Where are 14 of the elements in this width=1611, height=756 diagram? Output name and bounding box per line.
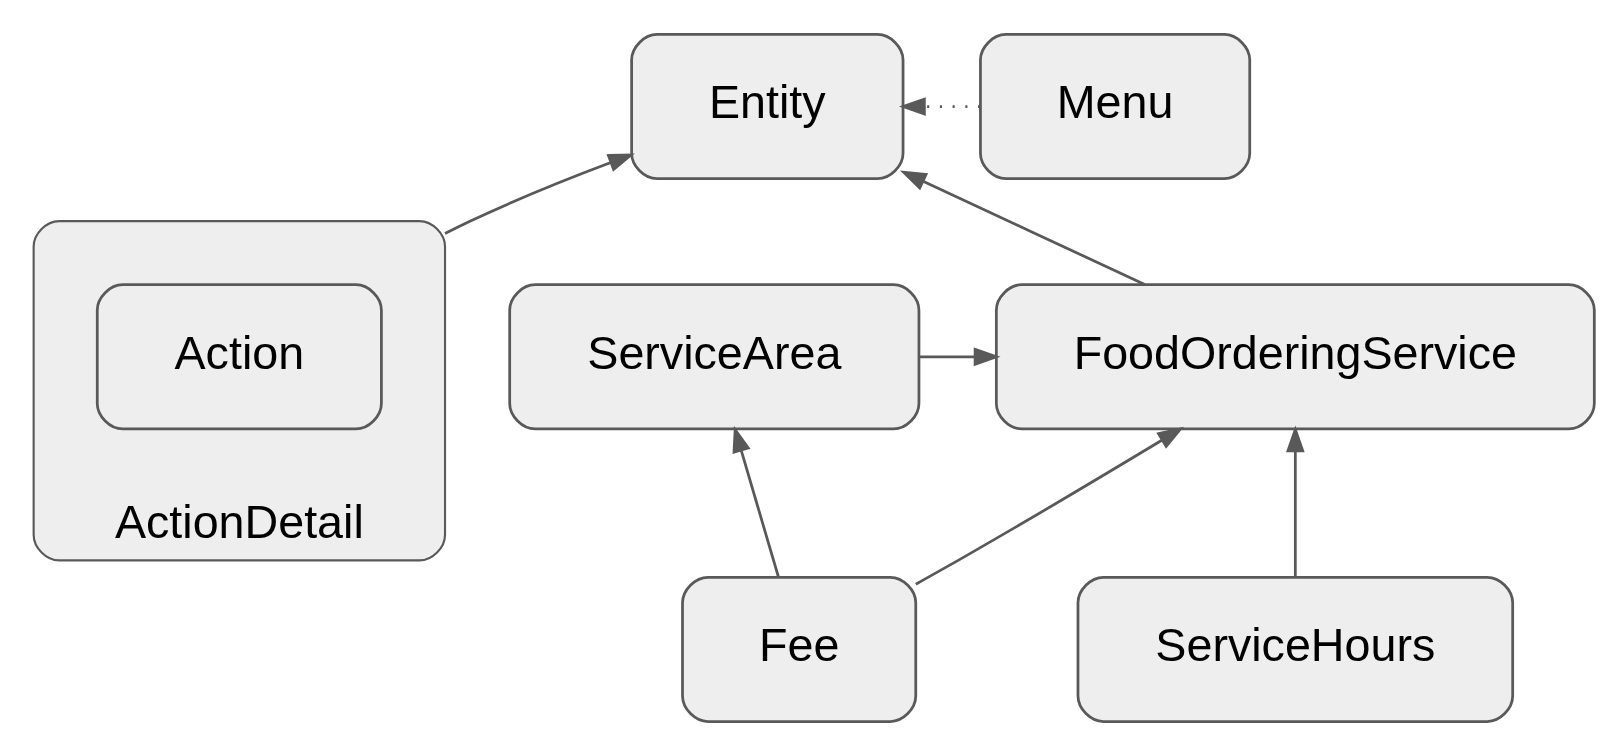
node-box: ServiceArea — [508, 283, 921, 431]
arrow — [899, 170, 1146, 286]
node-box: Menu — [979, 33, 1252, 181]
node-box: Action — [95, 283, 383, 431]
node-box: Entity — [630, 33, 905, 181]
arrow — [915, 426, 1185, 586]
arrow — [1285, 425, 1305, 577]
arrow — [444, 153, 635, 235]
arrow — [899, 97, 981, 116]
node-box: FoodOrderingService — [994, 283, 1596, 431]
node-box: ServiceHours — [1076, 575, 1515, 723]
node-box: Fee — [681, 575, 918, 723]
arrow — [919, 347, 1001, 367]
arrow — [732, 425, 780, 578]
